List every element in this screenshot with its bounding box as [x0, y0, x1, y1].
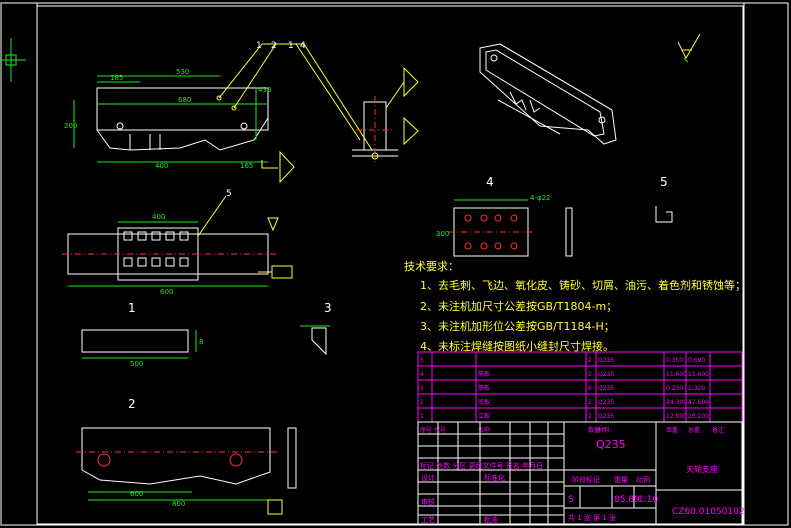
- bom-cell: Q235: [598, 385, 614, 392]
- bom-cell: 24.300: [666, 399, 687, 406]
- tech-item-2: 2、未注机加尺寸公差按GB/T1804-m；: [420, 299, 617, 313]
- label-stage: 阶段标记: [572, 475, 600, 484]
- detail-view-4: 4 4-φ22 300: [436, 175, 573, 257]
- bom-cell: Q235: [598, 413, 614, 420]
- role-design: 设计: [421, 473, 435, 482]
- bom-header-cell: 材料: [598, 426, 610, 434]
- view4-dim-hole: 4-φ22: [530, 194, 551, 202]
- detail-view-5: 5: [655, 175, 673, 223]
- dim-left-h: 200: [64, 122, 77, 130]
- bom-header-cell: 备注: [712, 426, 724, 434]
- detail-view-2: 2 600 800: [76, 397, 297, 515]
- dim-bottom-a: 400: [155, 162, 168, 170]
- view1-dim-h: 8: [199, 338, 203, 346]
- bom-cell: 5: [420, 357, 424, 364]
- bom-cell: 1: [420, 413, 424, 420]
- bom-header-cell: 数量: [588, 426, 600, 434]
- balloon-4: 4: [300, 41, 306, 51]
- bom-cell: 47.600: [688, 399, 709, 406]
- bom-cell: 筋板: [478, 384, 490, 392]
- bom-cell: 底板: [478, 398, 490, 406]
- bom-cell: 11.600: [666, 371, 687, 378]
- scale-value: 1:10: [638, 495, 658, 505]
- balloon-5: 5: [226, 189, 232, 199]
- detail-view-3: 3: [300, 301, 332, 356]
- tech-title: 技术要求：: [404, 260, 459, 273]
- bom-cell: 0.350: [666, 357, 683, 364]
- bom-cell: 2: [588, 371, 592, 378]
- bom-header-cell: 总重: [688, 426, 700, 434]
- bom-cell: Q235: [598, 399, 614, 406]
- dim-bottom-b: 165: [240, 162, 253, 170]
- bom-cell: 4: [420, 371, 424, 378]
- main-front-view: 185 530 680 430 200 400 165: [64, 68, 295, 184]
- bom-cell: 0.690: [688, 357, 705, 364]
- tech-item-4: 4、未标注焊缝按图纸小缝封尺寸焊接。: [420, 339, 614, 353]
- technical-requirements: 技术要求： 1、去毛刺、飞边、氧化皮、铸砂、切屑、油污、着色剂和锈蚀等； 2、未…: [404, 260, 746, 353]
- bom-cell: 立板: [478, 412, 490, 420]
- role-process: 工艺: [421, 516, 435, 524]
- label-scale: 比例: [636, 475, 650, 484]
- bom-cell: 2: [420, 399, 424, 406]
- label-weight: 重量: [614, 476, 628, 484]
- balloon-leaders: 1 2 1 4: [218, 41, 373, 151]
- label-approve: 批准: [484, 515, 498, 524]
- plan-dim-a: 400: [152, 213, 165, 221]
- view2-dim-b: 800: [172, 500, 185, 508]
- bom-cell: 0.230: [666, 385, 683, 392]
- drawing-number: CZ60.01050102: [672, 507, 745, 517]
- bom-cell: 3: [420, 385, 424, 392]
- bom-cell: 11.600: [688, 371, 709, 378]
- label-standard: 标准化: [484, 473, 505, 482]
- view4-dim-w: 300: [436, 230, 449, 238]
- bom-cell: 2: [588, 357, 592, 364]
- weight-value: 85.89: [614, 495, 640, 505]
- title-block: 标记 处数 分区 更改文件号 签名 年月日 设计 审核 工艺 标准化 批准 Q2…: [417, 421, 745, 525]
- tech-item-3: 3、未注机加形位公差按GB/T1184-H；: [420, 319, 615, 333]
- balloon-1: 1: [256, 41, 262, 51]
- side-view: [352, 66, 419, 162]
- view-label-3: 3: [324, 301, 332, 315]
- sheet-text: 共 1 张 第 1 张: [568, 513, 616, 522]
- bom-cell: 6: [588, 385, 592, 392]
- view2-dim-a: 600: [130, 490, 143, 498]
- detail-view-1: 1 500 8: [81, 301, 203, 368]
- dim-top-b: 530: [176, 68, 189, 76]
- bom-cell: Q235: [598, 371, 614, 378]
- bom-header-cell: 序号: [420, 426, 432, 434]
- title-header-row: 标记 处数 分区 更改文件号 签名 年月日: [420, 461, 543, 470]
- plan-dim-b: 600: [160, 288, 173, 296]
- view-label-2: 2: [128, 397, 136, 411]
- bom-cell: 2: [588, 413, 592, 420]
- role-check: 审核: [421, 497, 435, 506]
- roughness-symbol-icon: [677, 33, 701, 63]
- dim-top-a: 185: [110, 74, 123, 82]
- balloon-1b: 1: [288, 41, 294, 51]
- bom-cell: 12.900: [666, 413, 687, 420]
- view-label-5: 5: [660, 175, 668, 189]
- plan-view: 400 600 5: [62, 189, 293, 296]
- tech-item-1: 1、去毛刺、飞边、氧化皮、铸砂、切屑、油污、着色剂和锈蚀等；: [420, 278, 746, 292]
- bom-cell: 筋板: [478, 370, 490, 378]
- bom-cell: Q235: [598, 357, 614, 364]
- dim-mid: 680: [178, 96, 191, 104]
- dim-right: 430: [258, 86, 271, 94]
- crosshair-cursor-icon[interactable]: [0, 38, 26, 82]
- material-text: Q235: [596, 438, 626, 451]
- bom-header-cell: 名称: [478, 426, 490, 434]
- view-label-4: 4: [486, 175, 494, 189]
- bom-cell: 1.320: [688, 385, 705, 392]
- view-label-1: 1: [128, 301, 136, 315]
- bom-cell: 26.100: [688, 413, 709, 420]
- balloon-2: 2: [271, 41, 277, 51]
- view1-dim-len: 500: [130, 360, 143, 368]
- bom-header-cell: 代号: [434, 426, 446, 434]
- isometric-view: [479, 43, 617, 145]
- stage-value: S: [568, 495, 574, 505]
- bom-cell: 2: [588, 399, 592, 406]
- bom-header-cell: 单重: [666, 426, 678, 434]
- part-name: 天轮支座: [686, 464, 718, 474]
